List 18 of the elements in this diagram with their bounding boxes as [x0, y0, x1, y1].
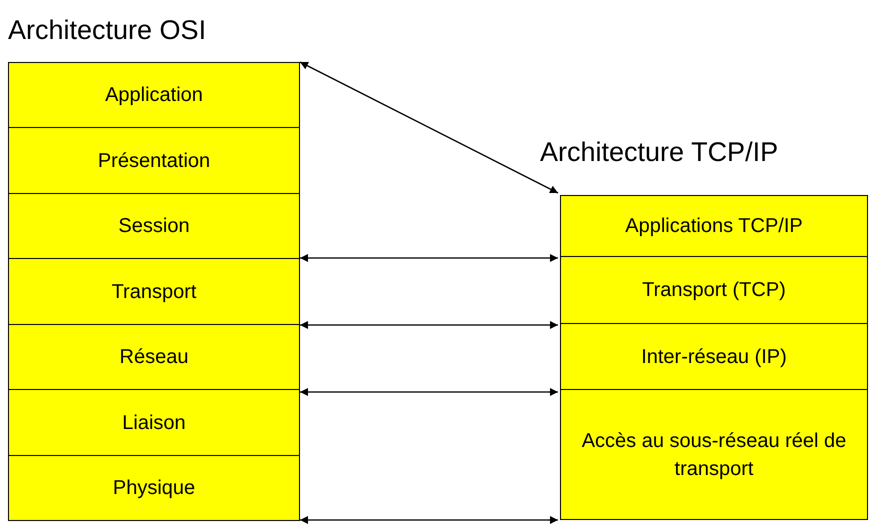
- protocol-layer: Présentation: [8, 127, 300, 194]
- double-arrow: [300, 516, 558, 524]
- protocol-layer: Session: [8, 192, 300, 260]
- double-arrow: [300, 61, 558, 194]
- stack-title: Architecture TCP/IP: [540, 136, 778, 168]
- protocol-layer: Liaison: [8, 389, 300, 456]
- protocol-layer: Transport: [8, 258, 300, 325]
- protocol-layer: Inter-réseau (IP): [560, 322, 868, 390]
- protocol-layer: Applications TCP/IP: [560, 194, 868, 258]
- double-arrow: [300, 321, 558, 329]
- double-arrow: [300, 254, 558, 262]
- stack-title: Architecture OSI: [8, 14, 206, 46]
- protocol-layer: Accès au sous-réseau réel de transport: [560, 389, 868, 520]
- protocol-layer: Application: [8, 62, 300, 128]
- protocol-layer: Réseau: [8, 324, 300, 390]
- double-arrow: [300, 388, 558, 396]
- protocol-layer: Physique: [8, 454, 300, 520]
- protocol-layer: Transport (TCP): [560, 256, 868, 324]
